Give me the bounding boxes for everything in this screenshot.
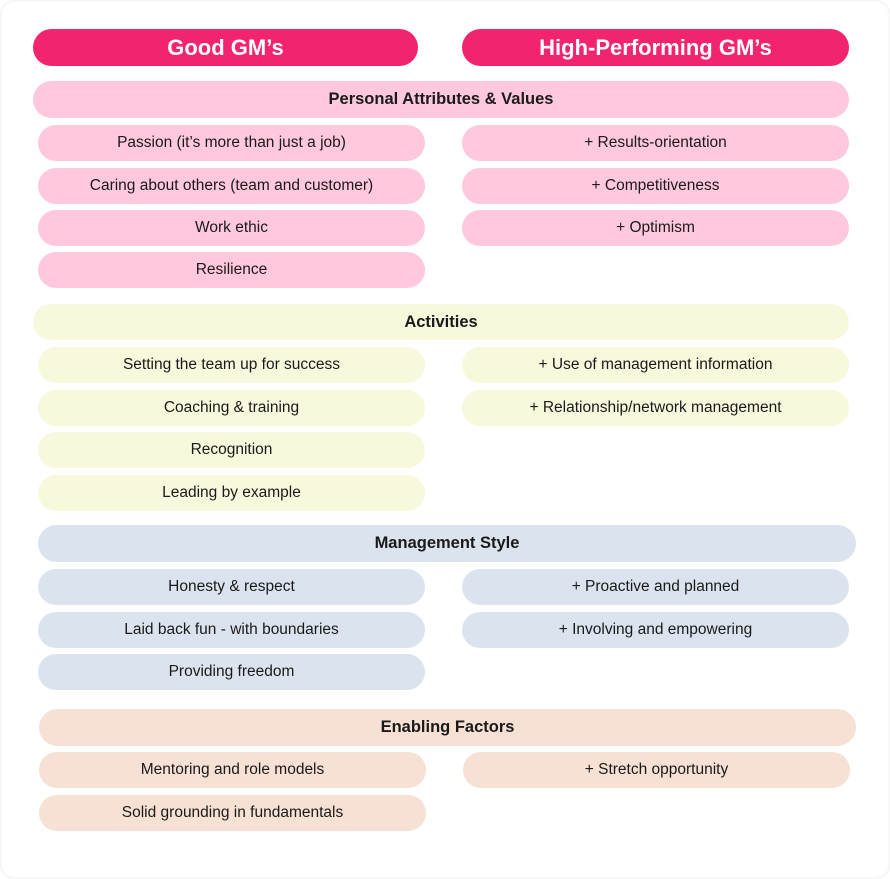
good-item-leading-by-example: Leading by example <box>38 475 425 511</box>
section-header-enabling-factors: Enabling Factors <box>39 709 856 746</box>
section-header-personal-attributes: Personal Attributes & Values <box>33 81 849 118</box>
good-item-setting-team-up: Setting the team up for success <box>38 347 425 383</box>
good-item-recognition: Recognition <box>38 432 425 468</box>
hp-item-stretch-opportunity: + Stretch opportunity <box>463 752 850 788</box>
hp-item-involving-empowering: + Involving and empowering <box>462 612 849 648</box>
good-item-providing-freedom: Providing freedom <box>38 654 425 690</box>
section-header-activities: Activities <box>33 304 849 340</box>
hp-item-optimism: + Optimism <box>462 210 849 246</box>
good-item-work-ethic: Work ethic <box>38 210 425 246</box>
hp-item-results-orientation: + Results-orientation <box>462 125 849 161</box>
good-item-mentoring: Mentoring and role models <box>39 752 426 788</box>
hp-item-proactive-planned: + Proactive and planned <box>462 569 849 605</box>
good-item-resilience: Resilience <box>38 252 425 288</box>
good-item-passion: Passion (it’s more than just a job) <box>38 125 425 161</box>
hp-item-management-information: + Use of management information <box>462 347 849 383</box>
section-header-management-style: Management Style <box>38 525 856 562</box>
hp-item-competitiveness: + Competitiveness <box>462 168 849 204</box>
good-item-honesty-respect: Honesty & respect <box>38 569 425 605</box>
column-header-good: Good GM’s <box>33 29 418 66</box>
good-item-coaching: Coaching & training <box>38 390 425 426</box>
hp-item-relationship-network: + Relationship/network management <box>462 390 849 426</box>
good-item-laid-back-fun: Laid back fun - with boundaries <box>38 612 425 648</box>
good-item-caring: Caring about others (team and customer) <box>38 168 425 204</box>
column-header-high-performing: High-Performing GM’s <box>462 29 849 66</box>
good-item-solid-grounding: Solid grounding in fundamentals <box>39 795 426 831</box>
